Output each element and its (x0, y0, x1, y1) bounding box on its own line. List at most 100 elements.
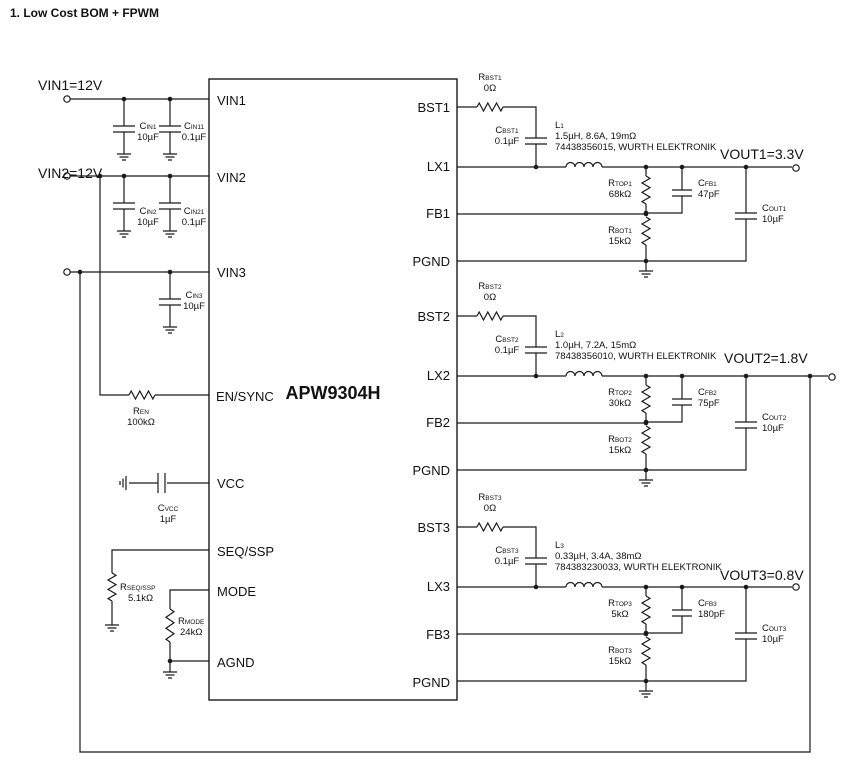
rbot3-label: RBOT3 (608, 645, 632, 656)
rbot3-value: 15kΩ (609, 656, 631, 667)
cfb1-label: CFB1 (698, 178, 717, 189)
cfb3-label: CFB3 (698, 598, 717, 609)
vin3-terminal (63, 268, 71, 276)
pin-mode: MODE (217, 584, 256, 599)
cfb2-value: 75pF (698, 398, 720, 409)
ren-value: 100kΩ (127, 417, 155, 428)
rbot1-label: RBOT1 (608, 225, 632, 236)
cbst1-label: CBST1 (495, 125, 519, 136)
vout3-terminal (792, 583, 800, 591)
l3-part: 784383230033, WURTH ELEKTRONIK (555, 562, 722, 573)
net-label-vout1: VOUT1=3.3V (720, 146, 804, 162)
cout3-label: COUT3 (762, 623, 787, 634)
pin-en-sync: EN/SYNC (216, 389, 274, 404)
pin-pgnd3: PGND (412, 675, 450, 690)
rbst3-value: 0Ω (484, 503, 496, 514)
cvcc-value: 1µF (160, 514, 177, 525)
cvcc-label: CVCC (158, 503, 179, 514)
rbst1-value: 0Ω (484, 83, 496, 94)
ren-label: REN (133, 406, 149, 417)
rbst2-value: 0Ω (484, 292, 496, 303)
pin-agnd: AGND (217, 655, 255, 670)
l2-label: L2 (555, 329, 564, 340)
rmode-label: RMODE (178, 616, 205, 627)
vin2-terminal (63, 172, 71, 180)
net-label-vin1: VIN1=12V (38, 77, 103, 93)
cbst3-label: CBST3 (495, 545, 519, 556)
ic-body (208, 78, 458, 701)
rbst3-label: RBST3 (478, 492, 502, 503)
l3-spec: 0.33µH, 3.4A, 38mΩ (555, 551, 642, 562)
net-label-vin2: VIN2=12V (38, 165, 103, 181)
rbst2-label: RBST2 (478, 281, 502, 292)
cbst2-label: CBST2 (495, 334, 519, 345)
cin21-label: CIN21 (184, 206, 205, 217)
rtop1-value: 68kΩ (609, 189, 631, 200)
rbot2-label: RBOT2 (608, 434, 632, 445)
pin-vcc: VCC (217, 476, 244, 491)
rtop1-label: RTOP1 (608, 178, 632, 189)
rseq-label: RSEQ/SSP (120, 582, 155, 593)
rtop3-value: 5kΩ (611, 609, 628, 620)
pin-lx1: LX1 (427, 159, 450, 174)
pin-fb2: FB2 (426, 415, 450, 430)
l3-label: L3 (555, 540, 564, 551)
cin2-label: CIN2 (140, 206, 157, 217)
cfb3-value: 180pF (698, 609, 725, 620)
cout2-label: COUT2 (762, 412, 787, 423)
cin11-label: CIN11 (184, 121, 205, 132)
pin-fb1: FB1 (426, 206, 450, 221)
cout2-value: 10µF (762, 423, 784, 434)
pin-vin1: VIN1 (217, 93, 246, 108)
cout3-value: 10µF (762, 634, 784, 645)
pin-lx3: LX3 (427, 579, 450, 594)
cin21-value: 0.1µF (182, 217, 207, 228)
l1-label: L1 (555, 120, 564, 131)
cout1-value: 10µF (762, 214, 784, 225)
pin-seq-ssp: SEQ/SSP (217, 544, 274, 559)
cfb1-value: 47pF (698, 189, 720, 200)
chip-name: APW9304H (285, 383, 380, 403)
rbst1-label: RBST1 (478, 72, 502, 83)
cout1-label: COUT1 (762, 203, 787, 214)
l1-part: 74438356015, WURTH ELEKTRONIK (555, 142, 717, 153)
vin1-terminal (63, 95, 71, 103)
cin11-value: 0.1µF (182, 132, 207, 143)
pin-pgnd2: PGND (412, 463, 450, 478)
input-wiring (70, 96, 811, 753)
cin1-value: 10µF (137, 132, 159, 143)
cin1-label: CIN1 (140, 121, 157, 132)
input-component-labels: CIN1 10µF CIN11 0.1µF CIN2 10µF CIN21 0.… (120, 121, 206, 638)
cbst3-value: 0.1µF (495, 556, 520, 567)
pin-vin3: VIN3 (217, 265, 246, 280)
net-label-vout3: VOUT3=0.8V (720, 567, 804, 583)
cbst1-value: 0.1µF (495, 136, 520, 147)
net-label-vout2: VOUT2=1.8V (724, 350, 808, 366)
pin-fb3: FB3 (426, 627, 450, 642)
pin-bst2: BST2 (417, 309, 450, 324)
rseq-value: 5.1kΩ (128, 593, 153, 604)
rtop3-label: RTOP3 (608, 598, 632, 609)
pin-bst1: BST1 (417, 100, 450, 115)
cin3-label: CIN3 (186, 290, 203, 301)
vout2-terminal (828, 373, 836, 381)
pin-vin2: VIN2 (217, 170, 246, 185)
cin3-value: 10µF (183, 301, 205, 312)
vout1-terminal (792, 164, 800, 172)
pin-lx2: LX2 (427, 368, 450, 383)
rtop2-value: 30kΩ (609, 398, 631, 409)
rbot1-value: 15kΩ (609, 236, 631, 247)
page-title: 1. Low Cost BOM + FPWM (10, 6, 159, 20)
l2-spec: 1.0µH, 7.2A, 15mΩ (555, 340, 636, 351)
rtop2-label: RTOP2 (608, 387, 632, 398)
pin-pgnd1: PGND (412, 254, 450, 269)
cfb2-label: CFB2 (698, 387, 717, 398)
rbot2-value: 15kΩ (609, 445, 631, 456)
l1-spec: 1.5µH, 8.6A, 19mΩ (555, 131, 636, 142)
rmode-value: 24kΩ (180, 627, 202, 638)
